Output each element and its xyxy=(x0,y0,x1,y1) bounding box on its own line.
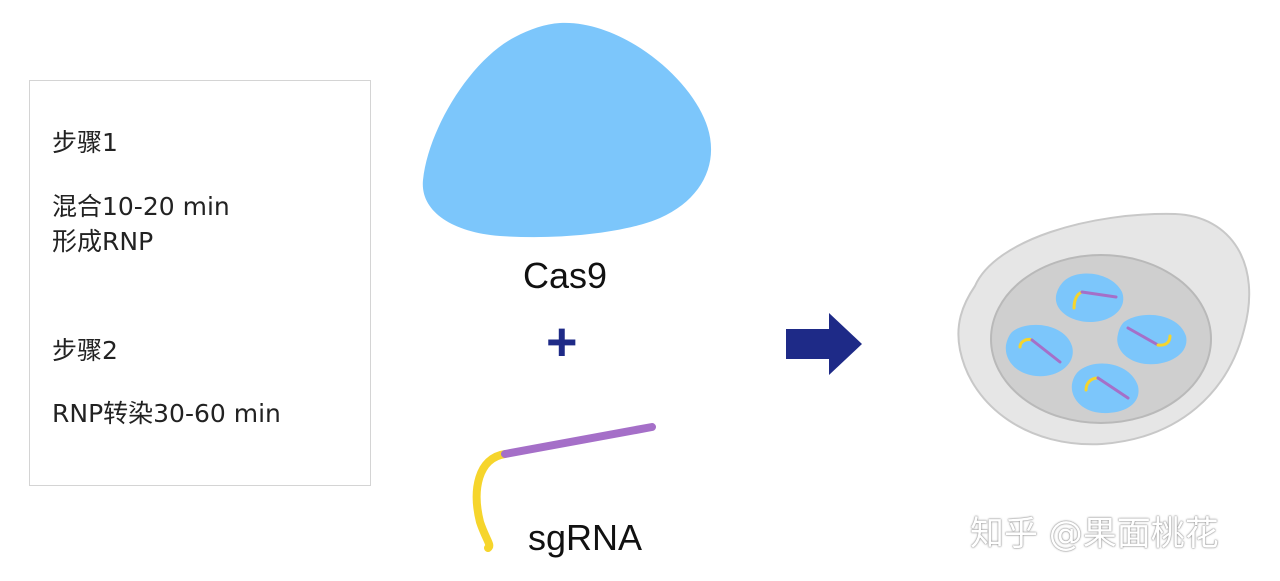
right-arrow-icon xyxy=(786,313,862,375)
step2-line1: RNP转染30-60 min xyxy=(52,399,281,428)
plus-sign: + xyxy=(546,312,578,372)
watermark: 知乎 @果面桃花 xyxy=(970,514,1219,554)
sgrna-label: sgRNA xyxy=(528,517,643,558)
step1-line2: 形成RNP xyxy=(52,227,154,256)
step2-title: 步骤2 xyxy=(52,336,118,365)
step1-line1: 混合10-20 min xyxy=(52,192,230,221)
step1-title: 步骤1 xyxy=(52,128,118,157)
rnp-complex-bottom xyxy=(1071,363,1139,414)
cas9-label: Cas9 xyxy=(523,255,608,296)
cell-with-rnp-icon xyxy=(957,212,1251,446)
cas9-blob-icon xyxy=(422,22,712,238)
rnp-complex-top xyxy=(1055,273,1124,322)
rnp-complex-right xyxy=(1117,314,1187,365)
cell-nucleus xyxy=(990,254,1212,424)
sgrna-strand-icon xyxy=(472,423,656,552)
rnp-complex-left xyxy=(1005,324,1073,377)
steps-box xyxy=(29,80,371,486)
